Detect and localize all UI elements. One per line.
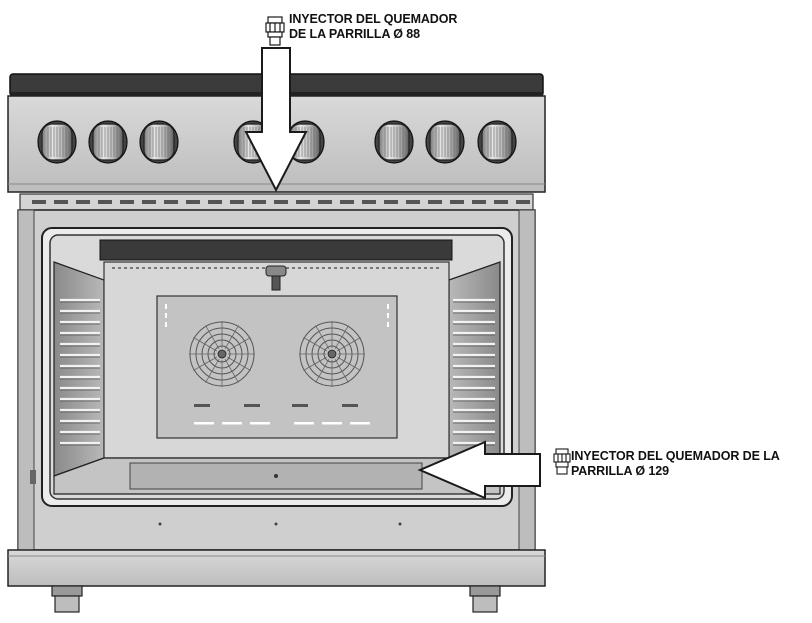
vent-strip	[19, 193, 534, 211]
grill-side-injector-label: INYECTOR DEL QUEMADOR DE LA PARRILLA Ø 1…	[571, 449, 780, 479]
oven-light	[265, 265, 287, 291]
control-knob-icon	[477, 120, 517, 164]
grill-side-injector-line2: PARRILLA Ø 129	[571, 464, 669, 478]
injector-icon	[553, 448, 571, 475]
arrow-icon	[417, 440, 541, 500]
convection-fan-icon	[189, 321, 255, 387]
rack-rails-right	[453, 298, 495, 446]
injector-icon	[265, 16, 285, 46]
control-knob-icon	[425, 120, 465, 164]
control-knob-icon	[88, 120, 128, 164]
arrow-icon	[244, 47, 308, 193]
grill-top-injector-line1: INYECTOR DEL QUEMADOR	[289, 12, 458, 26]
control-knob-icon	[37, 120, 77, 164]
grill-top-injector-label: INYECTOR DEL QUEMADOR DE LA PARRILLA Ø 8…	[289, 12, 457, 42]
control-knobs	[37, 120, 517, 164]
control-knob-icon	[139, 120, 179, 164]
rack-rails-left	[60, 298, 100, 446]
grill-side-injector-line1: INYECTOR DEL QUEMADOR DE LA	[571, 449, 780, 463]
kickplate	[7, 549, 546, 587]
grill-top-injector-line2: DE LA PARRILLA Ø 88	[289, 27, 420, 41]
convection-panel	[156, 295, 398, 439]
control-knob-icon	[374, 120, 414, 164]
convection-fan-icon	[299, 321, 365, 387]
oven-feet	[51, 585, 501, 613]
